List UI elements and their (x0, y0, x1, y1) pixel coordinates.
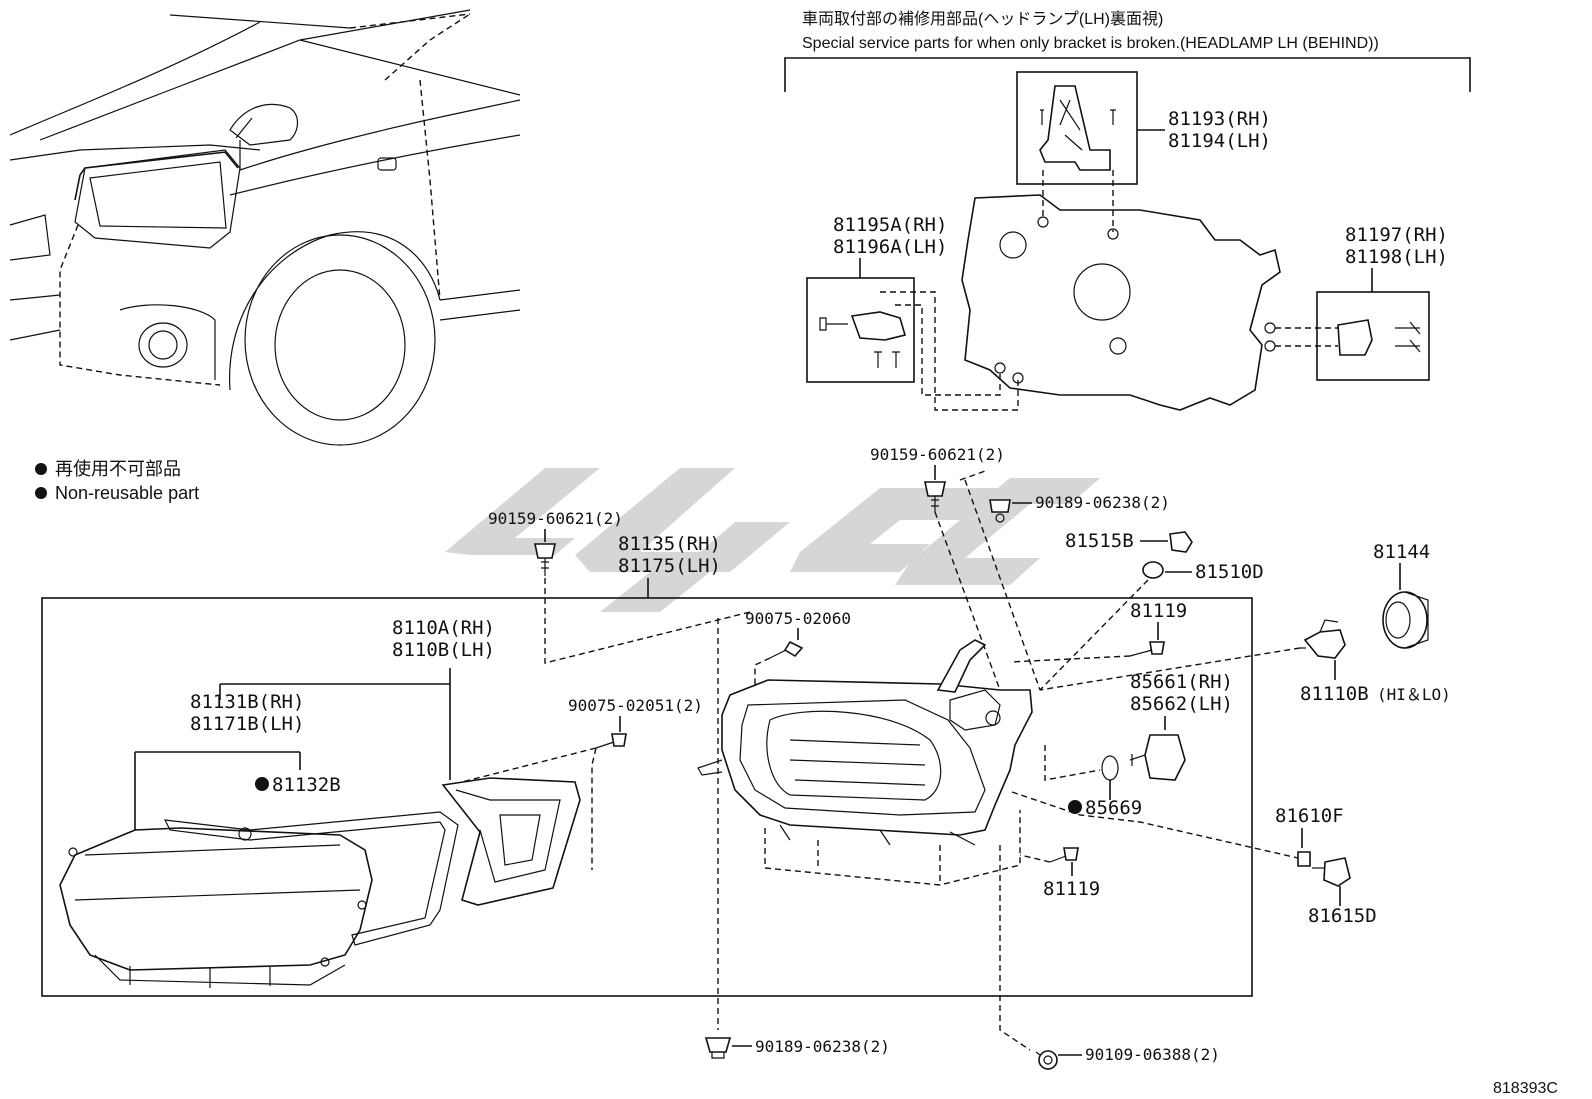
jp-section-title: 車両取付部の補修用部品(ヘッドランプ(LH)裏面視) (802, 9, 1163, 28)
leader-85669-dash (1011, 791, 1299, 859)
label-81195a: 81195A(RH) (833, 214, 947, 236)
gasket-clip (238, 827, 252, 841)
en-section-title: Special service parts for when only brac… (802, 35, 1379, 52)
screw-90159-top-icon (924, 481, 946, 512)
leader-90109-dash (999, 845, 1031, 1051)
bracket-81195a-part (819, 311, 907, 368)
label-81171b: 81171B(LH) (190, 713, 304, 735)
leader-81119-top-dash (1009, 655, 1131, 663)
leader-housing-dash (764, 810, 1021, 886)
filled-circle-icon (255, 777, 269, 791)
leader-90159-top-dash (934, 511, 1001, 691)
leader-90189-top-dash2 (959, 469, 989, 481)
leader-81195a-dash1 (880, 291, 1019, 411)
screw-90159-left-icon (534, 543, 556, 576)
bracket-81197-box (1316, 291, 1430, 381)
vehicle-front-sketch (9, 9, 521, 446)
leader-8110a (219, 668, 451, 780)
legend-en: Non-reusable part (55, 483, 199, 503)
leader-90075-02060-dash (754, 657, 771, 690)
label-90075-02060: 90075-02060 (745, 609, 851, 628)
screw-90075-02051-icon (595, 733, 627, 749)
leader-85661-dash (1044, 745, 1101, 781)
bulb-81110b-icon (1300, 619, 1346, 659)
label-81515b: 81515B (1065, 530, 1134, 552)
leader-81119-bottom-dash (1019, 854, 1051, 863)
screw-90075-02060-icon (769, 640, 804, 659)
leader-81110b-dash (1039, 647, 1301, 691)
leader-90189-top-dash (964, 479, 1041, 691)
leader-housing-dash2 (817, 840, 941, 885)
label-81193: 81193(RH) (1168, 108, 1271, 130)
cap-81510d-icon (1142, 561, 1164, 579)
headlamp-bezel-81135 (441, 777, 581, 906)
leader-81131b (134, 751, 301, 835)
screw-81119-bottom-icon (1049, 847, 1079, 863)
label-90075-02051: 90075-02051(2) (568, 696, 703, 715)
nut-90109-icon (1035, 1050, 1058, 1070)
label-81510d: 81510D (1195, 561, 1264, 583)
label-81135: 81135(RH) (618, 533, 721, 555)
filled-circle-icon (35, 463, 47, 475)
label-81198: 81198(LH) (1345, 246, 1448, 268)
label-81610f: 81610F (1275, 805, 1344, 827)
bracket-81195a-box (806, 277, 915, 383)
label-90159-left: 90159-60621(2) (488, 509, 623, 528)
clip-90189-bottom-icon (704, 1037, 732, 1059)
bracket-81197-part (1337, 319, 1421, 356)
label-81194: 81194(LH) (1168, 130, 1271, 152)
label-8110a: 8110A(RH) (392, 617, 495, 639)
cap-81515b-icon (1169, 531, 1193, 553)
leveling-motor-85661-icon (1129, 734, 1186, 781)
leader-81195a-dash2 (895, 304, 1001, 396)
legend-jp: 再使用不可部品 (55, 459, 181, 479)
label-90159-top: 90159-60621(2) (870, 445, 1005, 464)
label-81132b: 81132B (272, 774, 341, 796)
service-parts-bracket-line (784, 57, 1471, 92)
filled-circle-icon (1068, 800, 1082, 814)
label-85662: 85662(LH) (1130, 693, 1233, 715)
watermark-logo (445, 468, 1100, 612)
label-81119-bottom: 81119 (1043, 878, 1100, 900)
socket-81615d-icon (1312, 857, 1351, 887)
headlamp-assembly-frame (41, 597, 1253, 997)
label-85661: 85661(RH) (1130, 671, 1233, 693)
headlamp-lens-81131b (59, 827, 373, 988)
ring-85669-icon (1101, 755, 1119, 781)
label-8110b: 8110B(LH) (392, 639, 495, 661)
illustration-id: 818393C (1493, 1080, 1558, 1097)
label-81615d: 81615D (1308, 905, 1377, 927)
label-85669: 85669 (1085, 797, 1142, 819)
screw-81119-top-icon (1129, 641, 1165, 657)
gasket-81132b (163, 811, 459, 946)
label-90189-bottom: 90189-06238(2) (755, 1037, 890, 1056)
label-81119-top: 81119 (1130, 600, 1187, 622)
leader-90159-left-dash (544, 578, 751, 664)
label-90109: 90109-06388(2) (1085, 1045, 1220, 1064)
label-81175: 81175(LH) (618, 555, 721, 577)
label-81196a: 81196A(LH) (833, 236, 947, 258)
bracket-81193-part (1039, 85, 1116, 171)
bulb-81610f-icon (1297, 851, 1311, 867)
label-81144: 81144 (1373, 541, 1430, 563)
label-81131b: 81131B(RH) (190, 691, 304, 713)
bracket-81193-box (1016, 71, 1138, 185)
leader-90075-02051-dash (449, 747, 597, 870)
headlamp-rear-view (961, 194, 1281, 411)
filled-circle-icon (35, 487, 47, 499)
label-81197: 81197(RH) (1345, 224, 1448, 246)
label-90189-top: 90189-06238(2) (1035, 493, 1170, 512)
label-81110b-note: (HI＆LO) (1377, 685, 1451, 704)
label-81110b: 81110B (1300, 683, 1369, 705)
headlamp-housing-main (697, 639, 1033, 846)
socket-cover-81144-icon (1382, 591, 1429, 649)
clip-90189-top-icon (989, 499, 1011, 523)
